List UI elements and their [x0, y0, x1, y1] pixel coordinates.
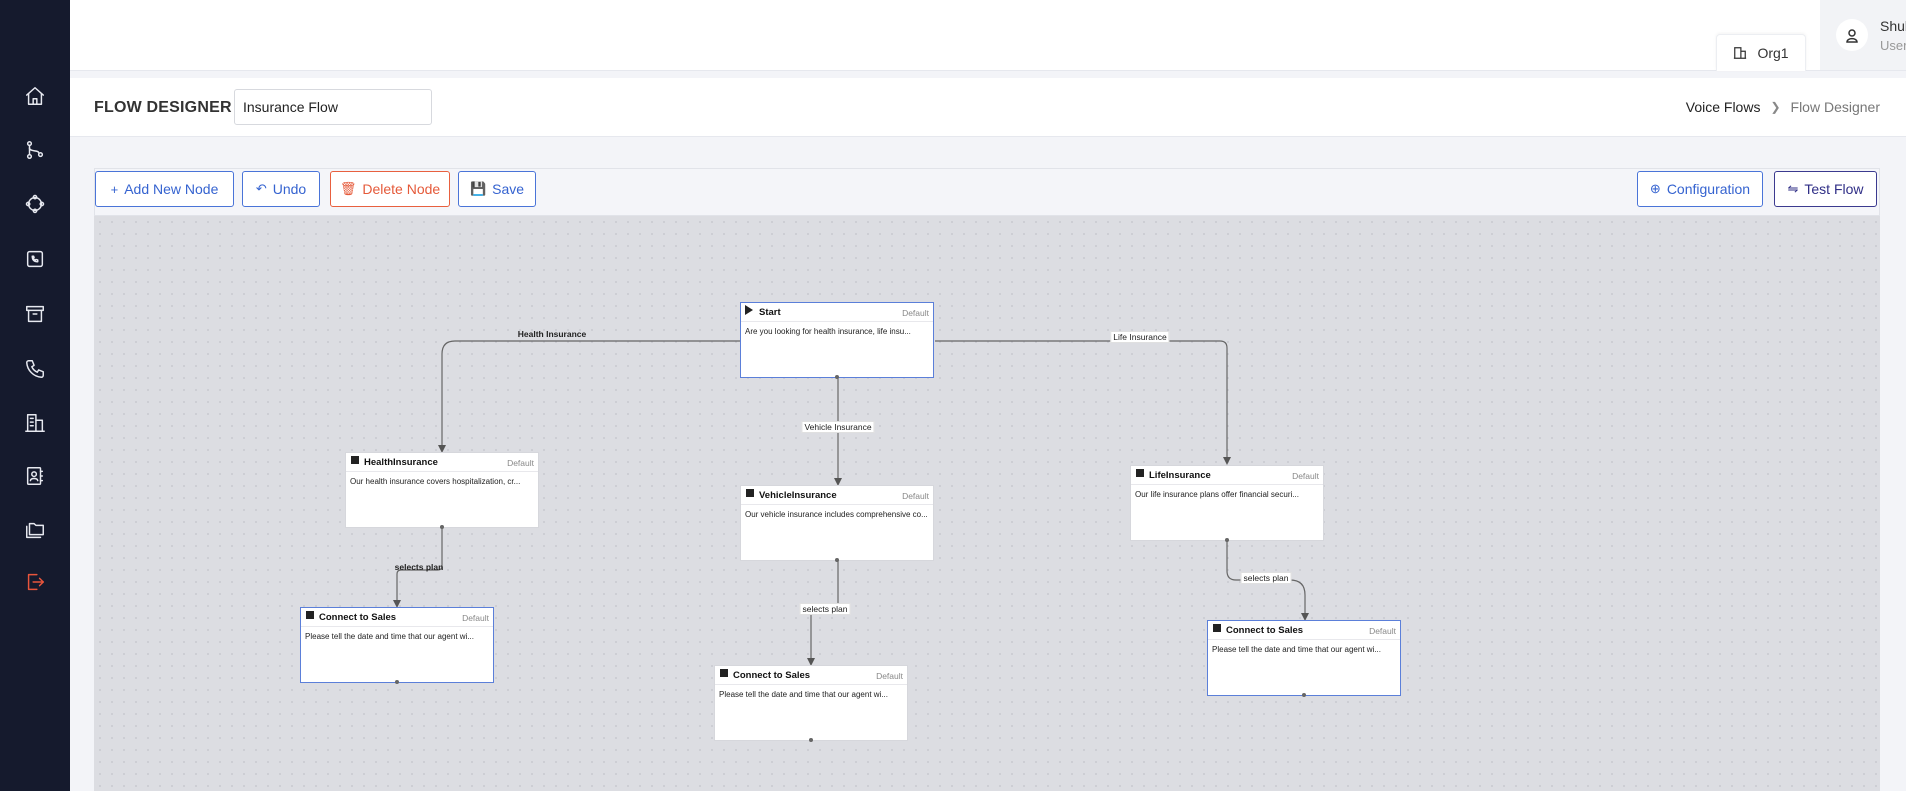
node-title: Connect to Sales: [1226, 625, 1304, 636]
node-type: Default: [876, 671, 903, 681]
top-bar: Org1 Shubham User: [70, 0, 1906, 71]
home-icon[interactable]: [19, 80, 51, 112]
undo-label: Undo: [272, 181, 307, 197]
phone-icon[interactable]: [19, 353, 51, 385]
edge-start-health: [438, 340, 741, 453]
flow-node-connect-to-sales[interactable]: Connect to Sales Default Please tell the…: [714, 665, 908, 742]
node-handle[interactable]: [835, 375, 839, 379]
node-square-icon: [1136, 469, 1144, 477]
flow-test-icon: ⇋: [1787, 181, 1799, 196]
phone-book-icon[interactable]: [19, 243, 51, 275]
sidebar: [0, 0, 70, 791]
node-handle[interactable]: [1302, 693, 1306, 697]
edge-label-health: Health Insurance: [517, 329, 587, 339]
undo-icon: ↶: [255, 181, 267, 196]
building-icon: [1734, 47, 1747, 59]
node-description: Our vehicle insurance includes comprehen…: [745, 510, 928, 519]
test-flow-label: Test Flow: [1804, 181, 1864, 197]
node-handle[interactable]: [809, 738, 813, 742]
node-handle[interactable]: [835, 558, 839, 562]
node-description: Our life insurance plans offer financial…: [1135, 490, 1299, 499]
test-flow-button[interactable]: ⇋ Test Flow: [1774, 171, 1877, 207]
flow-icon[interactable]: [19, 134, 51, 166]
edge-label-selects-plan-3: selects plan: [1240, 572, 1292, 584]
chevron-right-icon: ❯: [1770, 100, 1781, 114]
node-title: LifeInsurance: [1149, 470, 1211, 481]
edge-start-life: [935, 340, 1231, 465]
page-header: FLOW DESIGNER Voice Flows ❯ Flow Designe…: [70, 78, 1906, 137]
node-description: Our health insurance covers hospitalizat…: [350, 477, 521, 486]
page-title: FLOW DESIGNER: [94, 99, 232, 116]
save-button[interactable]: 💾 Save: [458, 171, 536, 207]
flow-node-connect-to-sales[interactable]: Connect to Sales Default Please tell the…: [1207, 620, 1401, 697]
node-description: Please tell the date and time that our a…: [305, 632, 474, 641]
node-handle[interactable]: [440, 525, 444, 529]
undo-button[interactable]: ↶ Undo: [242, 171, 320, 207]
avatar: [1836, 19, 1868, 51]
flow-canvas[interactable]: Health Insurance Vehicle Insurance Life …: [94, 216, 1880, 791]
edges-layer: [393, 340, 1309, 666]
node-title: VehicleInsurance: [759, 490, 837, 501]
edge-health-sales1: [393, 528, 443, 608]
add-node-button[interactable]: + Add New Node: [95, 171, 234, 207]
edge-label-life: Life Insurance: [1110, 331, 1170, 343]
node-title: Connect to Sales: [319, 612, 397, 623]
node-title: Start: [759, 307, 781, 318]
node-handle[interactable]: [1225, 538, 1229, 542]
flow-node-connect-to-sales[interactable]: Connect to Sales Default Please tell the…: [300, 607, 494, 684]
node-square-icon: [720, 669, 728, 677]
trash-icon: 🗑: [339, 181, 357, 196]
flow-node-start[interactable]: Start Default Are you looking for health…: [740, 302, 934, 379]
node-description: Please tell the date and time that our a…: [1212, 645, 1381, 654]
node-square-icon: [306, 611, 314, 619]
breadcrumb-voice-flows[interactable]: Voice Flows: [1685, 99, 1761, 115]
node-type: Default: [462, 613, 489, 623]
node-title: Connect to Sales: [733, 670, 811, 681]
save-label: Save: [492, 181, 525, 197]
node-square-icon: [1213, 624, 1221, 632]
delete-node-button[interactable]: 🗑 Delete Node: [330, 171, 450, 207]
node-type: Default: [902, 308, 929, 318]
breadcrumb-flow-designer: Flow Designer: [1790, 99, 1880, 115]
user-menu[interactable]: Shubham User: [1820, 0, 1906, 70]
configuration-button[interactable]: ⊕ Configuration: [1637, 171, 1763, 207]
globe-icon: ⊕: [1649, 181, 1661, 196]
flow-node-life-insurance[interactable]: LifeInsurance Default Our life insurance…: [1130, 465, 1324, 542]
archive-icon[interactable]: [19, 298, 51, 330]
flow-node-vehicle-insurance[interactable]: VehicleInsurance Default Our vehicle ins…: [740, 485, 934, 562]
edge-label-vehicle: Vehicle Insurance: [801, 421, 875, 433]
folders-icon[interactable]: [19, 514, 51, 546]
node-square-icon: [351, 456, 359, 464]
org-name: Org1: [1757, 45, 1789, 61]
node-type: Default: [1369, 626, 1396, 636]
edge-label-selects-plan-1: selects plan: [394, 562, 444, 572]
breadcrumb: Voice Flows ❯ Flow Designer: [1686, 99, 1880, 115]
org-selector[interactable]: Org1: [1716, 34, 1806, 71]
node-type: Default: [1292, 471, 1319, 481]
user-name: Shubham: [1880, 17, 1906, 34]
flow-name-input[interactable]: [234, 89, 432, 125]
configuration-label: Configuration: [1666, 181, 1751, 197]
node-title: HealthInsurance: [364, 457, 438, 468]
user-role: User: [1880, 37, 1906, 53]
node-description: Are you looking for health insurance, li…: [745, 327, 911, 336]
flow-node-health-insurance[interactable]: HealthInsurance Default Our health insur…: [345, 452, 539, 529]
node-handle[interactable]: [395, 680, 399, 684]
delete-node-label: Delete Node: [362, 181, 441, 197]
node-description: Please tell the date and time that our a…: [719, 690, 888, 699]
integrations-icon[interactable]: [19, 188, 51, 220]
add-node-label: Add New Node: [124, 181, 219, 197]
flow-toolbar: + Add New Node ↶ Undo 🗑 Delete Node 💾 Sa…: [94, 168, 1880, 216]
building-icon[interactable]: [19, 407, 51, 439]
node-square-icon: [746, 489, 754, 497]
user-icon: [1846, 29, 1858, 43]
node-type: Default: [507, 458, 534, 468]
edge-label-selects-plan-2: selects plan: [799, 603, 851, 615]
save-icon: 💾: [469, 181, 487, 196]
logout-icon[interactable]: [19, 566, 51, 598]
plus-icon: +: [110, 181, 119, 197]
contacts-icon[interactable]: [19, 460, 51, 492]
play-icon: [745, 305, 753, 315]
node-type: Default: [902, 491, 929, 501]
